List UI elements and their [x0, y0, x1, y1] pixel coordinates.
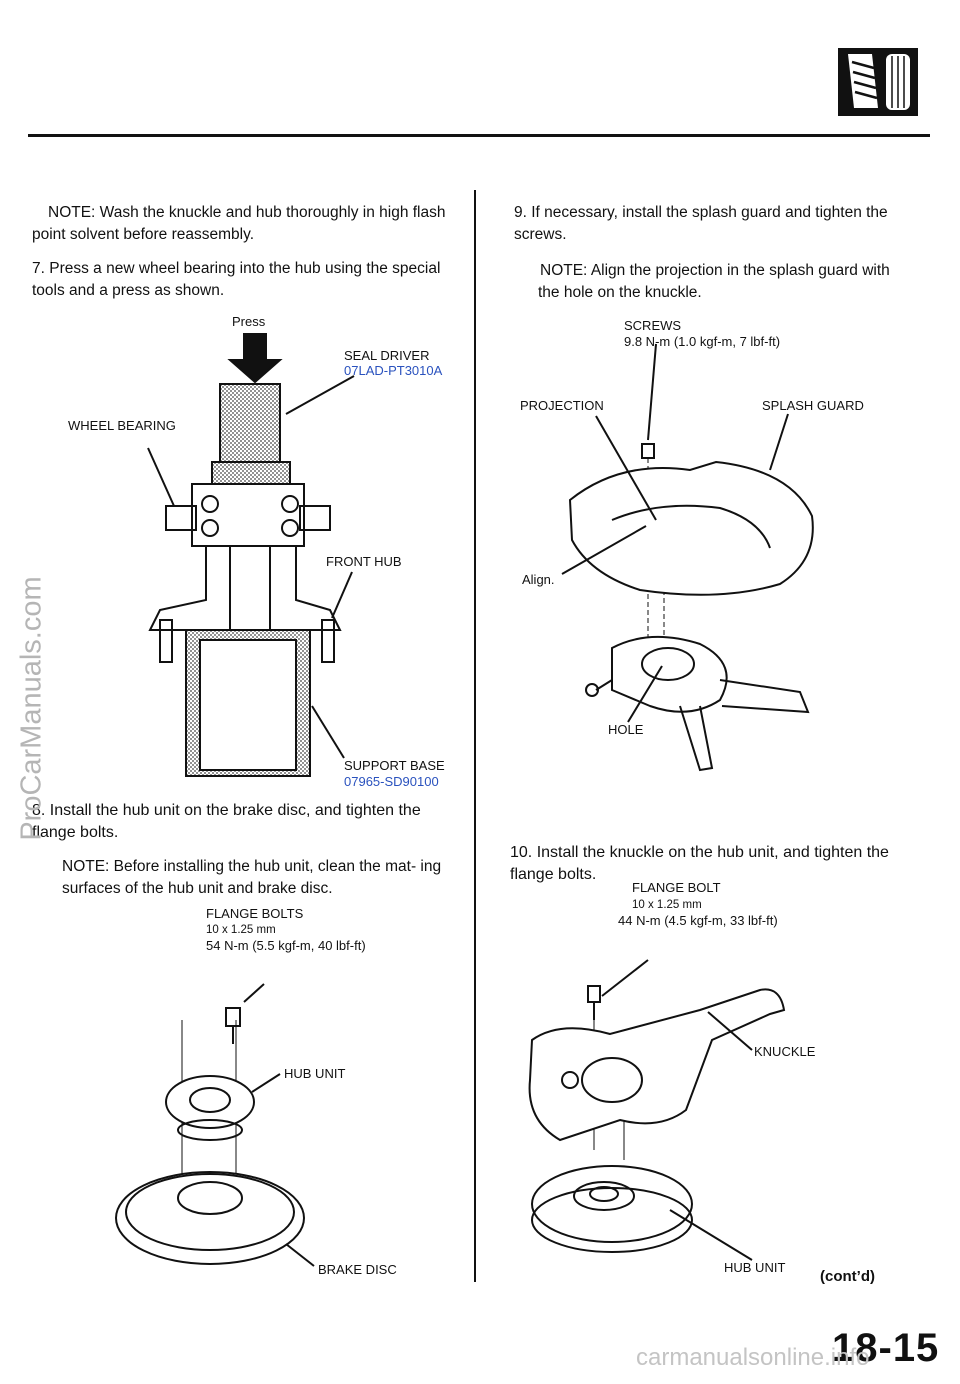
label-seal-driver-pn: 07LAD-PT3010A	[344, 363, 443, 378]
label-splash-guard: SPLASH GUARD	[762, 398, 864, 413]
label-flange-bolts-torque: 54 N-m (5.5 kgf-m, 40 lbf-ft)	[206, 938, 366, 953]
label-knuckle: KNUCKLE	[754, 1044, 816, 1059]
note-8: NOTE: Before installing the hub unit, cl…	[62, 858, 442, 897]
figure-wheel-bearing-press	[147, 333, 355, 777]
label-align: Align.	[522, 572, 555, 587]
label-hub-unit: HUB UNIT	[284, 1066, 346, 1081]
hub-unit	[165, 1075, 255, 1129]
brake-disc	[115, 1171, 305, 1265]
watermark-bottom: carmanualsonline.info	[636, 1344, 870, 1371]
figure-knuckle-hub	[528, 959, 786, 1261]
label-screws: SCREWS	[624, 318, 682, 333]
suspension-section-icon	[838, 48, 918, 116]
label-flange-bolt: FLANGE BOLT	[632, 880, 721, 895]
label-support-base: SUPPORT BASE	[344, 758, 445, 773]
flange-bolt	[225, 1007, 241, 1027]
label-flange-bolt-torque: 44 N-m (4.5 kgf-m, 33 lbf-ft)	[618, 913, 778, 928]
screw	[641, 443, 655, 459]
label-flange-bolts-size: 10 x 1.25 mm	[206, 924, 276, 936]
figure-splash-guard	[561, 343, 814, 772]
step-7: 7. Press a new wheel bearing into the hu…	[32, 260, 441, 299]
label-brake-disc: BRAKE DISC	[318, 1262, 397, 1277]
step-10: 10. Install the knuckle on the hub unit,…	[510, 844, 889, 883]
knuckle-2	[528, 988, 786, 1142]
label-flange-bolts: FLANGE BOLTS	[206, 906, 304, 921]
figure-hub-brake-disc	[115, 983, 315, 1267]
knuckle	[611, 635, 728, 713]
hub-unit-2	[531, 1165, 693, 1243]
label-press: Press	[232, 314, 266, 329]
continued-label: (cont’d)	[820, 1268, 875, 1285]
label-screws-torque: 9.8 N-m (1.0 kgf-m, 7 lbf-ft)	[624, 334, 781, 349]
step-9: 9. If necessary, install the splash guar…	[514, 204, 888, 243]
flange-bolt-2	[587, 985, 601, 1003]
label-wheel-bearing: WHEEL BEARING	[68, 418, 176, 433]
page-number: 18-15	[832, 1326, 940, 1370]
label-projection: PROJECTION	[520, 398, 604, 413]
column-divider	[474, 190, 476, 1282]
press-arrow-icon	[227, 333, 283, 384]
seal-driver	[219, 383, 281, 463]
note-9: NOTE: Align the projection in the splash…	[538, 262, 890, 301]
label-flange-bolt-size: 10 x 1.25 mm	[632, 899, 702, 911]
label-seal-driver: SEAL DRIVER	[344, 348, 430, 363]
label-hole: HOLE	[608, 722, 644, 737]
label-hub-unit-2: HUB UNIT	[724, 1260, 786, 1275]
header-rule	[28, 134, 930, 137]
splash-guard	[568, 460, 814, 596]
label-support-base-pn: 07965-SD90100	[344, 774, 439, 789]
step-8: 8. Install the hub unit on the brake dis…	[32, 802, 421, 841]
label-front-hub: FRONT HUB	[326, 554, 402, 569]
note-wash: NOTE: Wash the knuckle and hub thoroughl…	[32, 204, 446, 243]
